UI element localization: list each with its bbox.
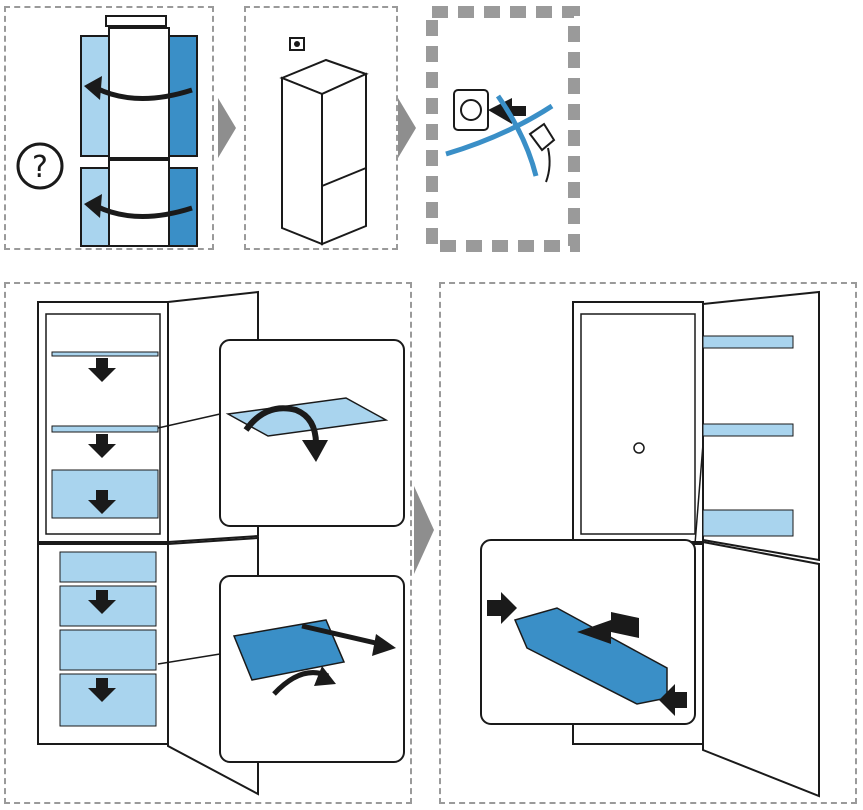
door-balcony-1	[702, 335, 794, 349]
cross-icon	[495, 94, 539, 177]
shelf-2	[51, 425, 159, 433]
door-reverse-illustration: ?	[16, 15, 198, 247]
unplug-illustration	[426, 6, 580, 252]
plug-icon	[528, 122, 556, 152]
door-balcony-3	[702, 509, 794, 537]
step-5-panel	[439, 282, 857, 804]
remove-balconies-illustration	[480, 290, 820, 798]
down-arrows-icon	[88, 358, 116, 702]
lift-arrow-icon	[577, 612, 639, 644]
fridge-overview-illustration	[279, 37, 369, 246]
socket-icon	[453, 89, 489, 131]
remove-shelves-illustration	[37, 290, 405, 796]
squeeze-arrow-left-icon	[487, 592, 517, 624]
freezer-drawer-1	[59, 551, 157, 583]
lower-door-right	[168, 167, 198, 247]
step-4-panel	[4, 282, 412, 804]
squeeze-arrow-right-icon	[659, 684, 687, 716]
arrow-lower-icon	[94, 203, 193, 220]
arrow-upper-icon	[94, 85, 193, 102]
door-balcony-2	[702, 423, 794, 437]
question-icon	[16, 142, 64, 190]
step-1-panel: ?	[4, 6, 214, 250]
rotate-arrow-icon	[243, 405, 319, 445]
step-3-panel	[426, 6, 580, 252]
shelf-1	[51, 351, 159, 357]
upper-door-left	[80, 35, 110, 157]
pull-arrow-icon	[301, 623, 381, 647]
freezer-drawer-3	[59, 629, 157, 671]
question-mark: ?	[32, 150, 48, 185]
step-2-panel	[244, 6, 398, 250]
